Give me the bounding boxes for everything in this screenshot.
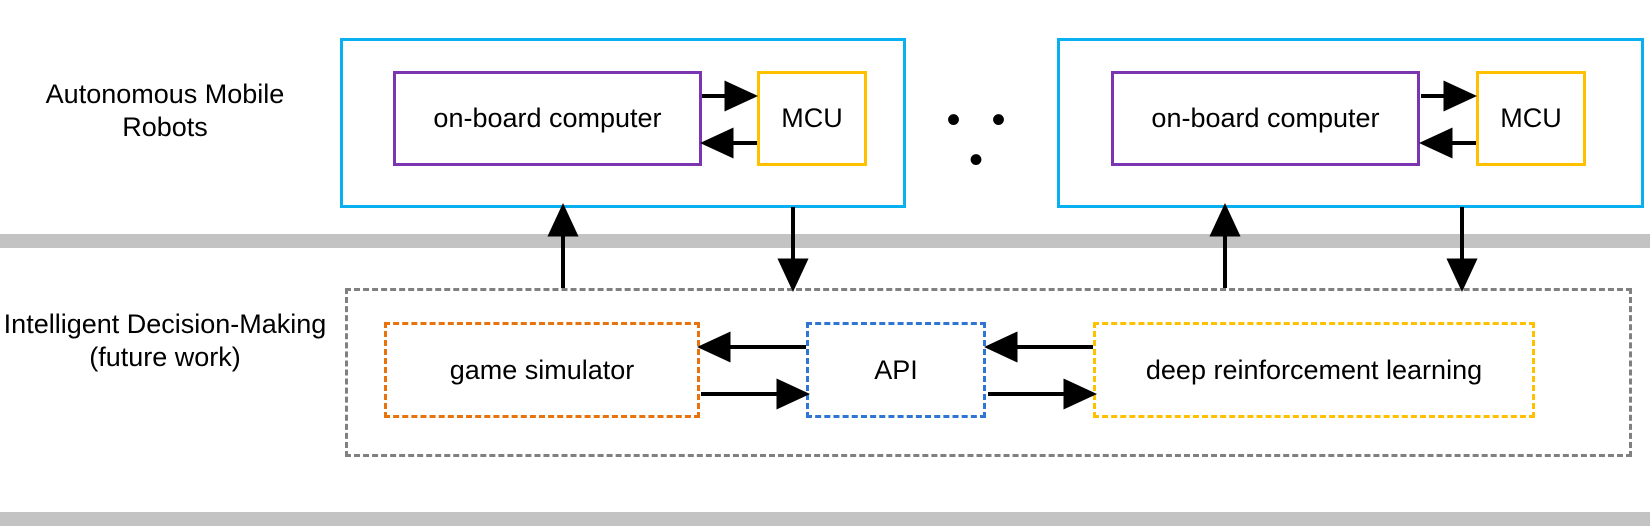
section-divider-band-middle	[0, 234, 1650, 248]
on-board-computer-box-2: on-board computer	[1111, 71, 1420, 166]
section-divider-band-bottom	[0, 512, 1650, 526]
api-box: API	[806, 322, 986, 418]
on-board-computer-box-1: on-board computer	[393, 71, 702, 166]
intelligent-decision-making-container	[345, 288, 1632, 457]
mcu-box-1: MCU	[757, 71, 867, 166]
row-label-intelligent-decision-making: Intelligent Decision-Making (future work…	[3, 309, 327, 373]
deep-reinforcement-learning-box: deep reinforcement learning	[1093, 322, 1535, 418]
game-simulator-box: game simulator	[384, 322, 700, 418]
group-ellipsis: • • •	[946, 98, 1016, 182]
row-label-autonomous-mobile-robots: Autonomous Mobile Robots	[45, 79, 285, 143]
mcu-box-2: MCU	[1476, 71, 1586, 166]
